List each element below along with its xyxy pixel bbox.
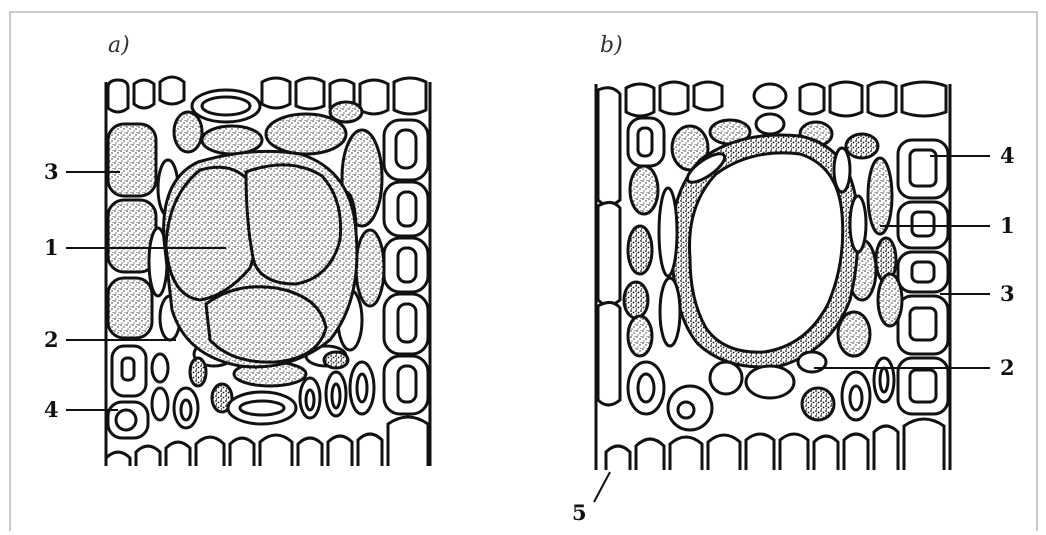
panel-a-label: a): [108, 33, 130, 58]
panel-a-callout-3: 3: [44, 159, 59, 184]
panel-b-callout-2: 2: [1000, 355, 1015, 380]
panel-a-drawing: [106, 77, 430, 466]
panel-a-callout-2: 2: [44, 327, 59, 352]
panel-a-callout-1: 1: [44, 235, 59, 260]
panel-b-drawing: [596, 82, 950, 470]
panel-b-callout-3: 3: [1000, 281, 1015, 306]
panel-a-callout-4: 4: [44, 397, 59, 422]
panel-b-callout-5: 5: [572, 500, 587, 525]
panel-b-callout-4: 4: [1000, 143, 1015, 168]
panel-b-label: b): [600, 33, 623, 58]
panel-b-callout-1: 1: [1000, 213, 1015, 238]
